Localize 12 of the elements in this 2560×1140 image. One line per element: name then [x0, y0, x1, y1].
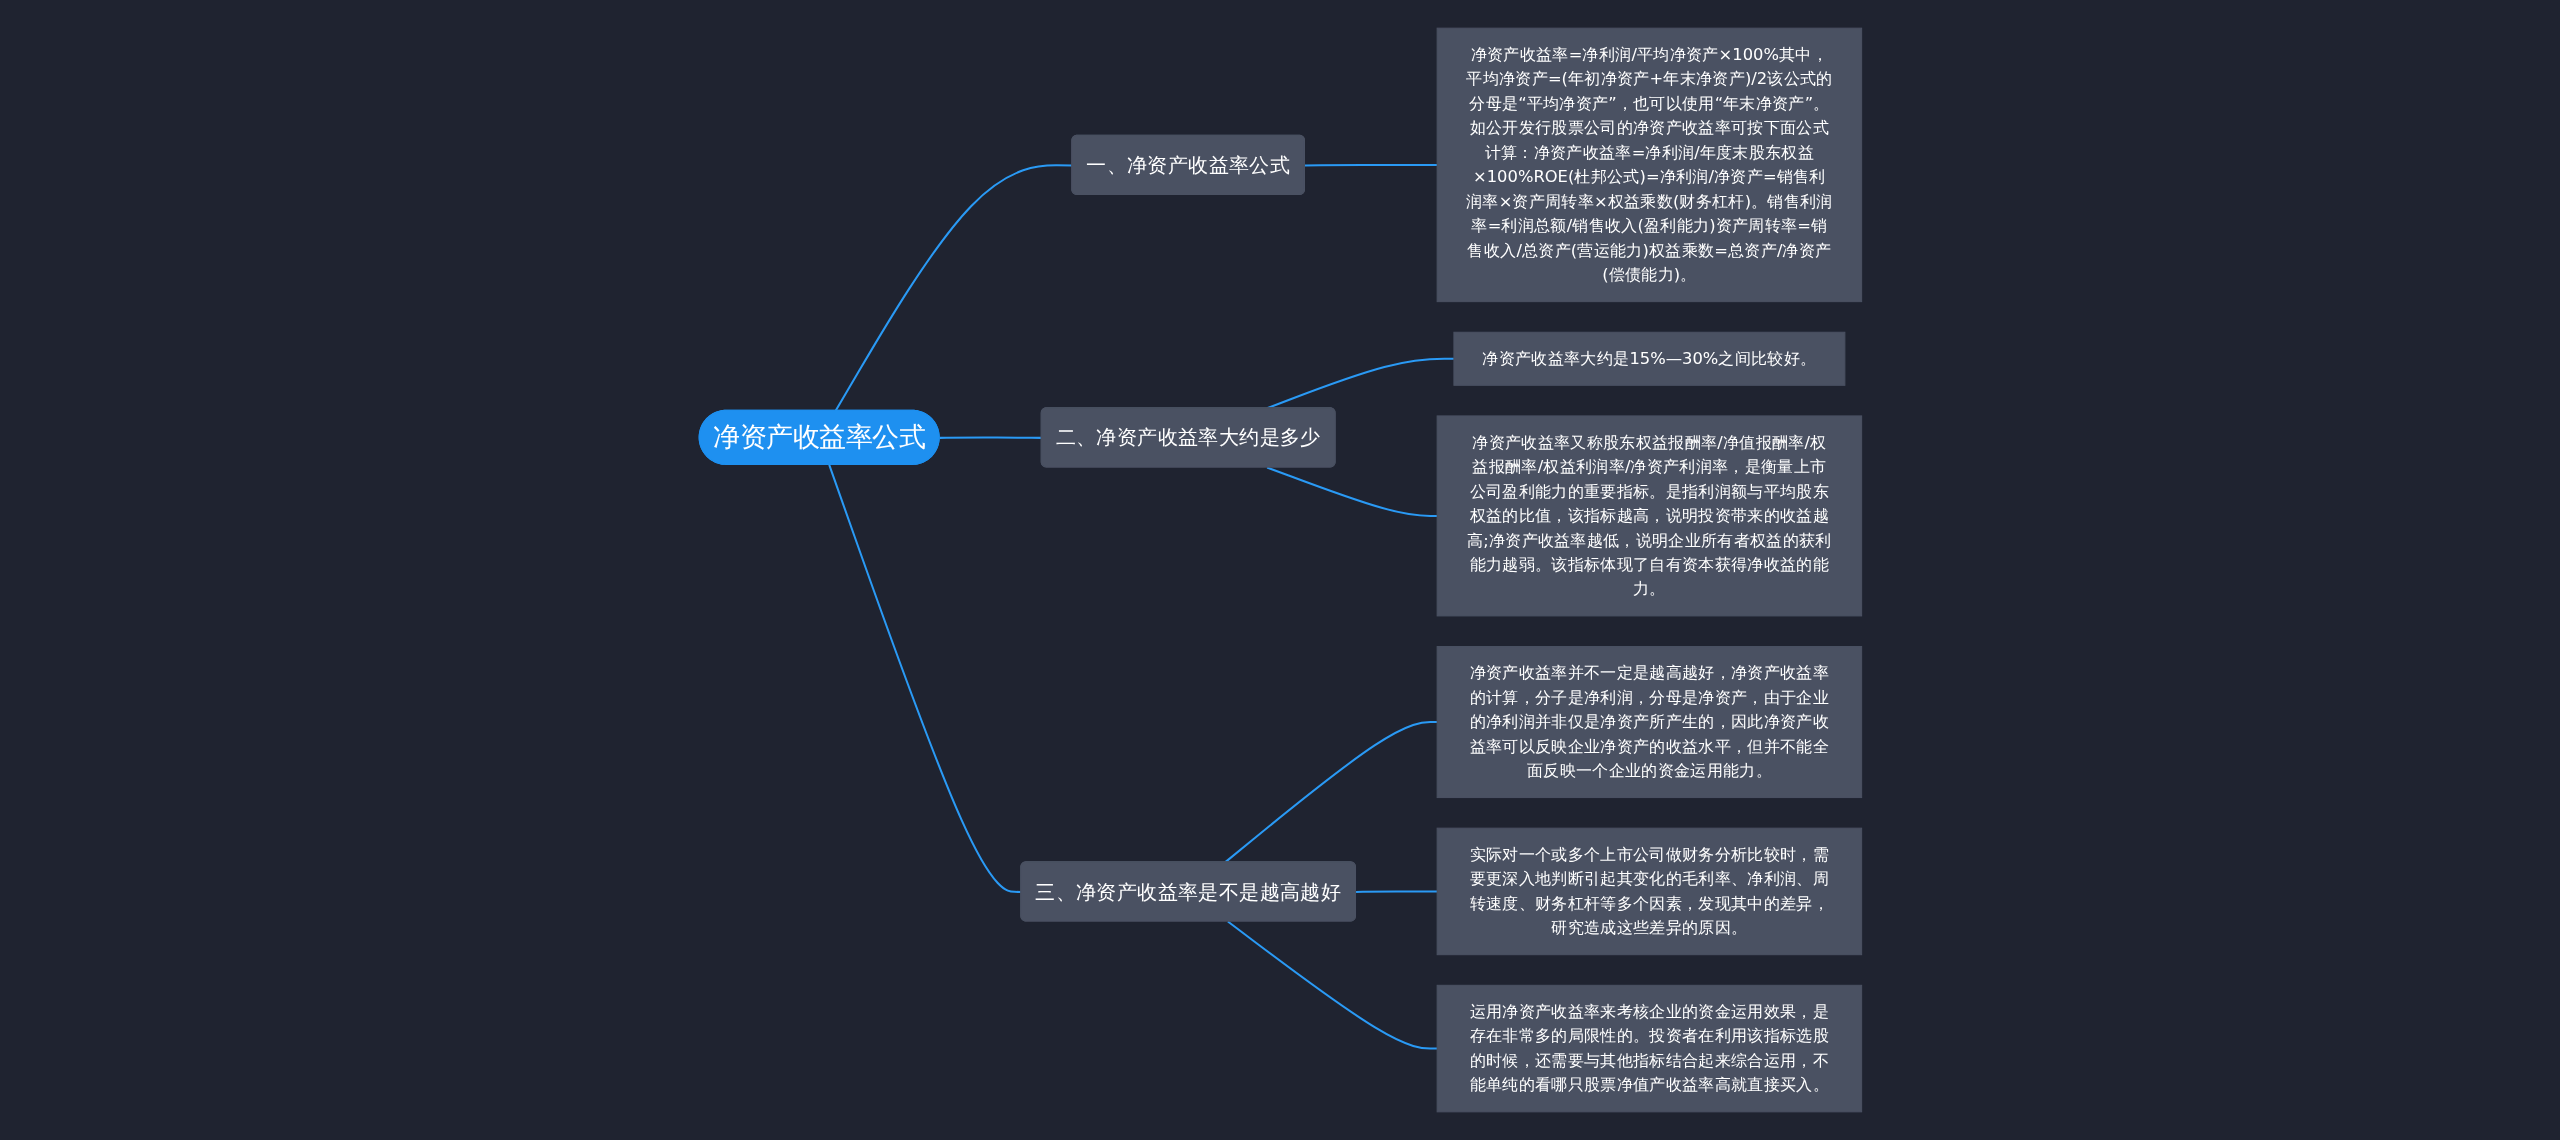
- node-box: 实际对一个或多个上市公司做财务分析比较时，需要更深入地判断引起其变化的毛利率、净利润、周转速度、财务杠杆等多个因素，发现其中的差异，研究造成这些差异的原因。: [1436, 827, 1862, 956]
- node-box: 净资产收益率=净利润/平均净资产×100%其中，平均净资产=(年初净资产+年末净资产)/2该公式的分母是“平均净资产”，也可以使用“年末净资产”。如公开发行股票公司的净资产收益率可按下面公式计算：净资产收益率=净利润/年度末股东权益×100%ROE(杜邦公式)=净利润/净资产=销售利润率×资产周转率×权益乘数(财务杠杆)。销售利润率=利润总额/销售收入(盈利能力)资产周转率=销售收入/总资产(营运能力)权益乘数=总资产/净资产(偿债能力)。: [1436, 27, 1862, 303]
- connector: [1266, 466, 1437, 517]
- connector: [1226, 920, 1437, 1050]
- connector: [834, 164, 1072, 412]
- node-box: 净资产收益率并不一定是越高越好，净资产收益率的计算，分子是净利润，分母是净资产，由于企业的净利润并非仅是净资产所产生的，因此净资产收益率可以反映企业净资产的收益水平，但并不能全面反映一个企业的资金运用能力。: [1436, 646, 1862, 799]
- connector: [1304, 163, 1437, 167]
- node-box: 净资产收益率又称股东权益报酬率/净值报酬率/权益报酬率/权益利润率/净资产利润率，是衡量上市公司盈利能力的重要指标。是指利润额与平均股东权益的比值，该指标越高，说明投资带来的收益越高;净资产收益率越低，说明企业所有者权益的获利能力越弱。该指标体现了自有资本获得净收益的能力。: [1436, 415, 1862, 617]
- node-box: 净资产收益率大约是15%—30%之间比较好。: [1453, 331, 1845, 386]
- connector: [1355, 890, 1437, 893]
- node-box: 运用净资产收益率来考核企业的资金运用效果，是存在非常多的局限性的。投资者在利用该指标选股的时候，还需要与其他指标结合起来综合运用，不能单纯的看哪只股票净值产收益率高就直接买入。: [1436, 984, 1862, 1113]
- connector: [827, 464, 1021, 893]
